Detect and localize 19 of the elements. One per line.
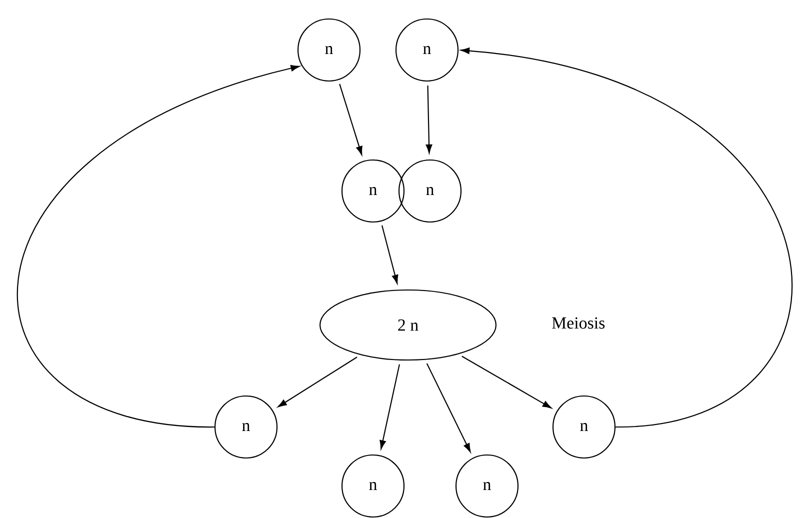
arrow [278,356,358,408]
arrow [381,225,398,284]
process-label: Meiosis [552,317,605,329]
circle-node: n [341,159,405,223]
arrow [339,84,362,156]
circle-node: n [552,395,616,459]
arrow [426,363,471,452]
circle-node: n [341,454,405,518]
arrow [18,65,300,428]
circle-node: n [395,18,459,82]
arrow [462,356,552,408]
circle-node: n [455,454,519,518]
circle-node: n [297,18,361,82]
arrow [460,48,792,428]
circle-node: n [398,159,462,223]
arrow [426,86,432,154]
circle-node: n [214,395,278,459]
arrow [380,364,400,450]
ellipse-node: 2 n [319,289,497,361]
